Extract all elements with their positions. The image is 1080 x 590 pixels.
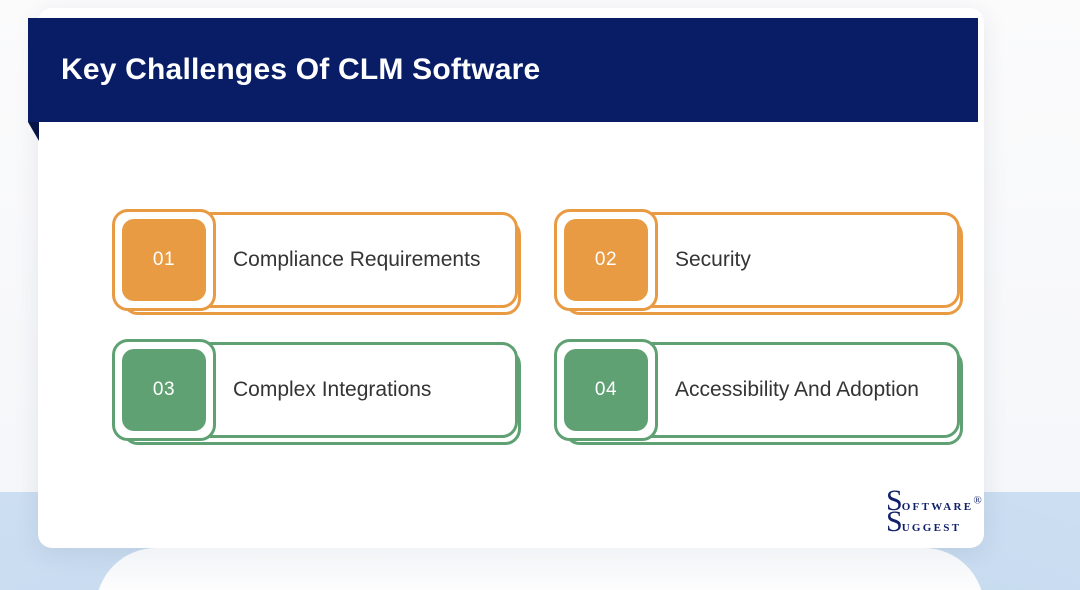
challenge-badge: 01 bbox=[122, 219, 206, 301]
challenge-number: 04 bbox=[594, 379, 618, 400]
challenge-badge-ring: 03 bbox=[112, 339, 216, 441]
softwaresuggest-logo: Software® Suggest bbox=[886, 486, 1028, 537]
challenge-badge: 02 bbox=[564, 219, 648, 301]
logo-word-suggest: uggest bbox=[901, 518, 962, 535]
challenge-badge: 04 bbox=[564, 349, 648, 431]
decorative-base-mask bbox=[96, 548, 984, 590]
challenges-grid: Compliance Requirements 01 Security 02 bbox=[112, 209, 967, 445]
challenge-badge-ring: 01 bbox=[112, 209, 216, 311]
challenge-label: Security bbox=[675, 248, 751, 272]
page-title: Key Challenges Of CLM Software bbox=[61, 53, 541, 86]
challenge-label: Complex Integrations bbox=[233, 378, 432, 402]
logo-capital-s-top: S bbox=[886, 484, 903, 517]
challenge-badge-ring: 04 bbox=[554, 339, 658, 441]
challenge-number: 02 bbox=[594, 249, 618, 270]
challenge-item-03[interactable]: Complex Integrations 03 bbox=[112, 339, 525, 445]
logo-capital-s-bottom: S bbox=[886, 505, 903, 538]
challenge-number: 01 bbox=[152, 249, 176, 270]
challenge-label: Accessibility And Adoption bbox=[675, 378, 919, 402]
challenge-number: 03 bbox=[152, 379, 176, 400]
logo-line-software: Software® bbox=[886, 486, 982, 516]
registered-trademark-icon: ® bbox=[973, 494, 982, 507]
challenge-item-01[interactable]: Compliance Requirements 01 bbox=[112, 209, 525, 315]
challenge-badge-ring: 02 bbox=[554, 209, 658, 311]
challenge-item-04[interactable]: Accessibility And Adoption 04 bbox=[554, 339, 967, 445]
challenge-item-02[interactable]: Security 02 bbox=[554, 209, 967, 315]
logo-word-software: oftware bbox=[901, 497, 974, 514]
ribbon-fold-corner bbox=[28, 122, 39, 141]
ribbon-body: Key Challenges Of CLM Software bbox=[28, 18, 978, 122]
logo-line-suggest: Suggest bbox=[886, 507, 961, 537]
challenge-label: Compliance Requirements bbox=[233, 248, 481, 272]
banner-ribbon: Key Challenges Of CLM Software bbox=[28, 18, 978, 141]
challenge-badge: 03 bbox=[122, 349, 206, 431]
